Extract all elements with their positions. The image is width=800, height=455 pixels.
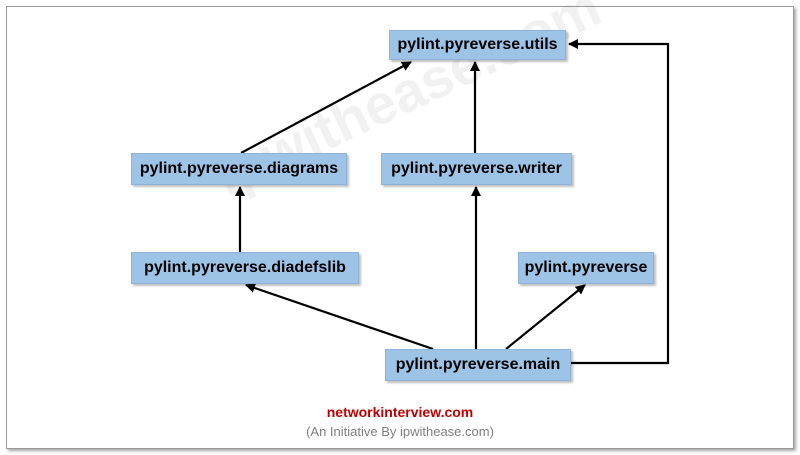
- node-pyreverse-writer: pylint.pyreverse.writer: [381, 153, 572, 185]
- footer-tagline: (An Initiative By ipwithease.com): [306, 424, 494, 439]
- node-pyreverse: pylint.pyreverse: [518, 252, 654, 284]
- edge-main-to-pyreverse: [505, 284, 586, 350]
- node-pyreverse-main: pylint.pyreverse.main: [385, 349, 571, 381]
- edge-main-to-diadefslib: [245, 283, 434, 351]
- node-pyreverse-diadefslib: pylint.pyreverse.diadefslib: [131, 252, 359, 284]
- edge-diagrams-to-utils: [240, 61, 412, 154]
- footer-site-name: networkinterview.com: [326, 404, 474, 420]
- node-pyreverse-diagrams: pylint.pyreverse.diagrams: [131, 153, 347, 185]
- edge-main-to-utils: [568, 39, 670, 365]
- node-pyreverse-utils: pylint.pyreverse.utils: [389, 30, 566, 60]
